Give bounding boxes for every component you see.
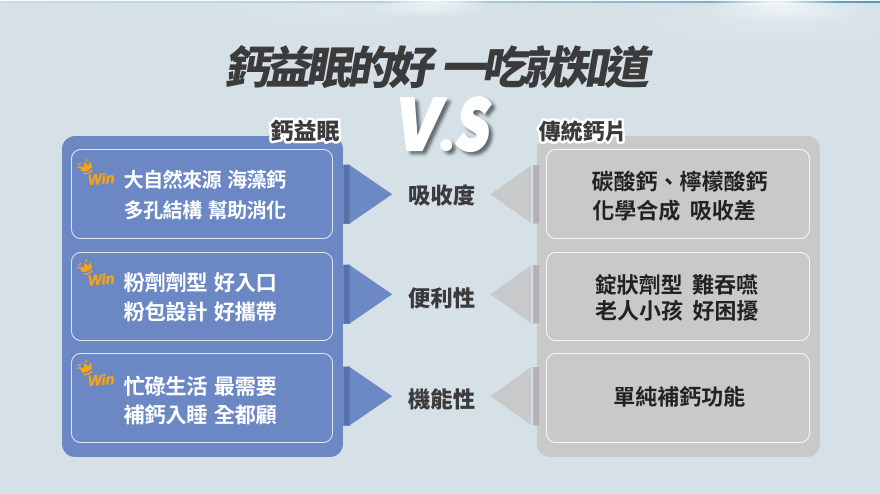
svg-text:Win: Win [87, 171, 115, 189]
svg-text:Win: Win [87, 372, 115, 390]
svg-text:Win: Win [87, 271, 115, 289]
